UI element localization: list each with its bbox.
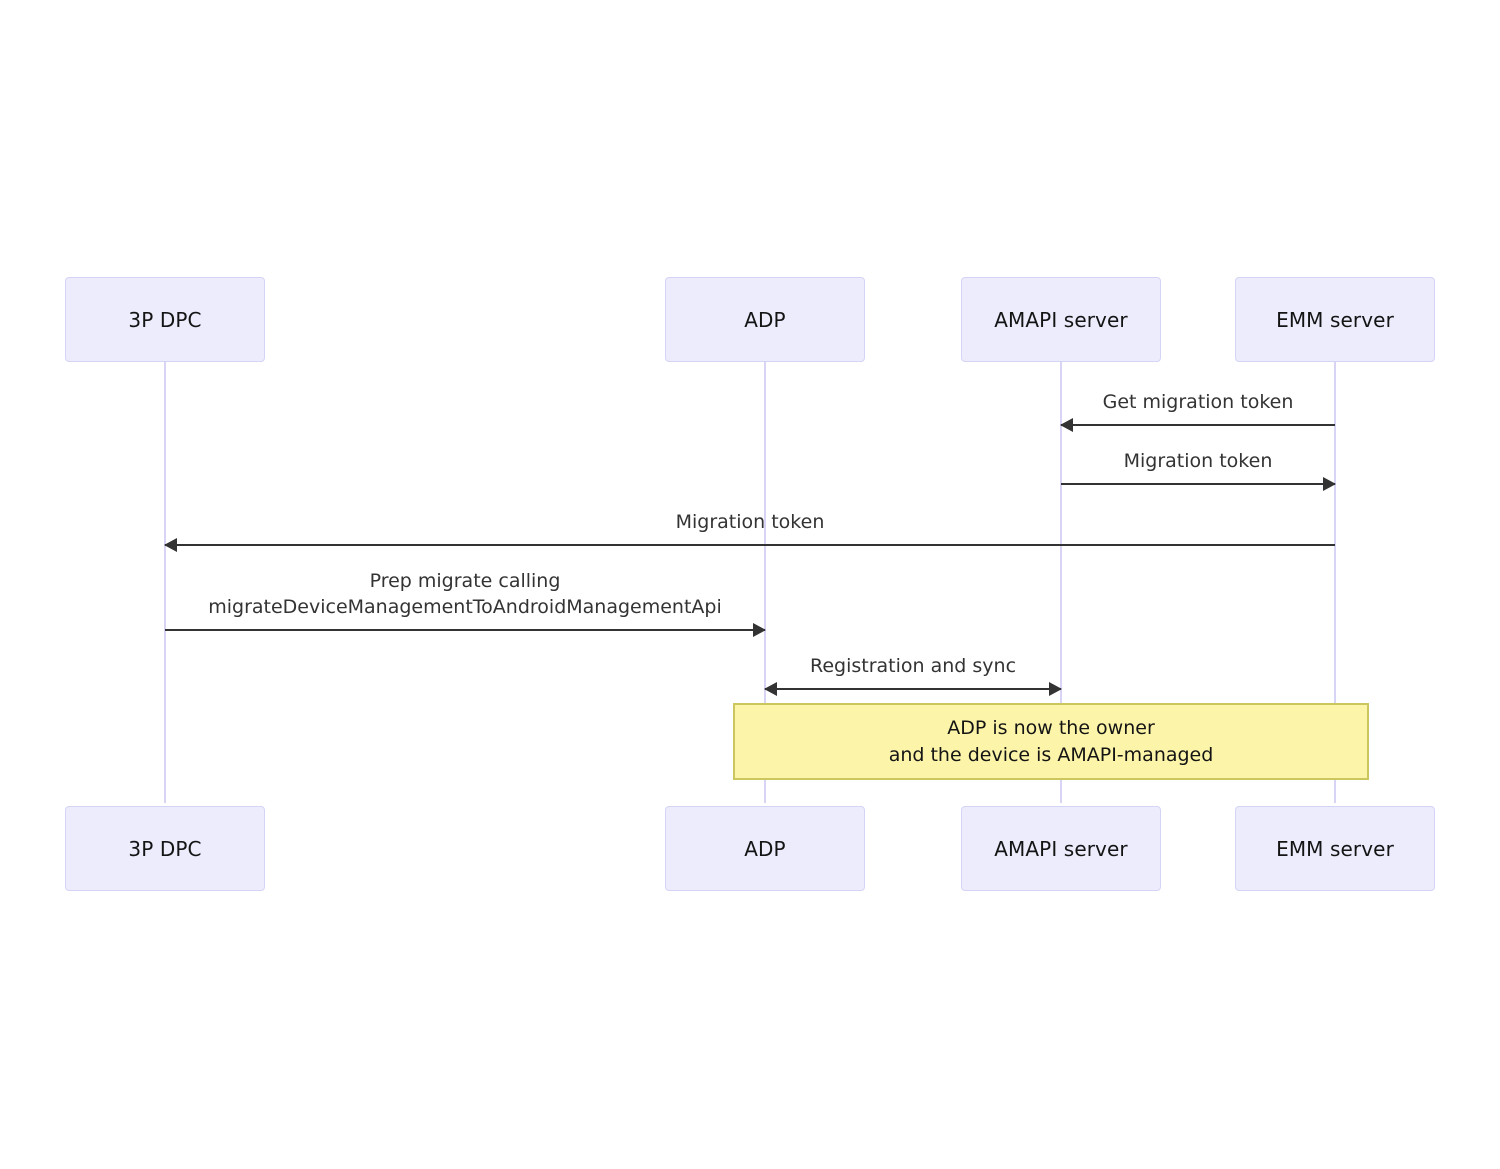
participant-bottom-amapi-server[interactable]: AMAPI server bbox=[961, 806, 1161, 891]
participant-top-amapi-server[interactable]: AMAPI server bbox=[961, 277, 1161, 362]
lifeline-amapi-server bbox=[1060, 362, 1062, 803]
participant-top-3p-dpc[interactable]: 3P DPC bbox=[65, 277, 265, 362]
participant-bottom-3p-dpc[interactable]: 3P DPC bbox=[65, 806, 265, 891]
message-label-migration-token-emm-dpc: Migration token bbox=[675, 511, 825, 533]
message-line bbox=[165, 629, 765, 631]
message-line bbox=[1061, 424, 1335, 426]
message-line bbox=[765, 688, 1061, 690]
lifeline-emm-server bbox=[1334, 362, 1336, 803]
note-text: ADP is now the owner and the device is A… bbox=[888, 716, 1214, 766]
note-adp-owner: ADP is now the owner and the device is A… bbox=[733, 703, 1369, 780]
participant-label: AMAPI server bbox=[994, 307, 1128, 332]
participant-top-emm-server[interactable]: EMM server bbox=[1235, 277, 1435, 362]
participant-label: 3P DPC bbox=[128, 307, 202, 332]
participant-label: EMM server bbox=[1276, 307, 1394, 332]
arrowhead-right-icon bbox=[1049, 682, 1062, 696]
message-label-registration-and-sync: Registration and sync bbox=[809, 655, 1017, 677]
message-line bbox=[165, 544, 1335, 546]
arrowhead-left-icon bbox=[164, 538, 177, 552]
lifeline-adp bbox=[764, 362, 766, 803]
arrowhead-right-icon bbox=[753, 623, 766, 637]
arrowhead-left-icon bbox=[764, 682, 777, 696]
lifeline-3p-dpc bbox=[164, 362, 166, 803]
participant-bottom-emm-server[interactable]: EMM server bbox=[1235, 806, 1435, 891]
message-label-migration-token-amapi-emm: Migration token bbox=[1123, 450, 1273, 472]
participant-top-adp[interactable]: ADP bbox=[665, 277, 865, 362]
participant-label: EMM server bbox=[1276, 836, 1394, 861]
message-label-get-migration-token: Get migration token bbox=[1102, 391, 1294, 413]
participant-label: AMAPI server bbox=[994, 836, 1128, 861]
participant-label: 3P DPC bbox=[128, 836, 202, 861]
participant-bottom-adp[interactable]: ADP bbox=[665, 806, 865, 891]
arrowhead-right-icon bbox=[1323, 477, 1336, 491]
participant-label: ADP bbox=[744, 307, 786, 332]
message-label-prep-migrate: Prep migrate calling migrateDeviceManage… bbox=[208, 570, 722, 618]
message-line bbox=[1061, 483, 1335, 485]
participant-label: ADP bbox=[744, 836, 786, 861]
arrowhead-left-icon bbox=[1060, 418, 1073, 432]
